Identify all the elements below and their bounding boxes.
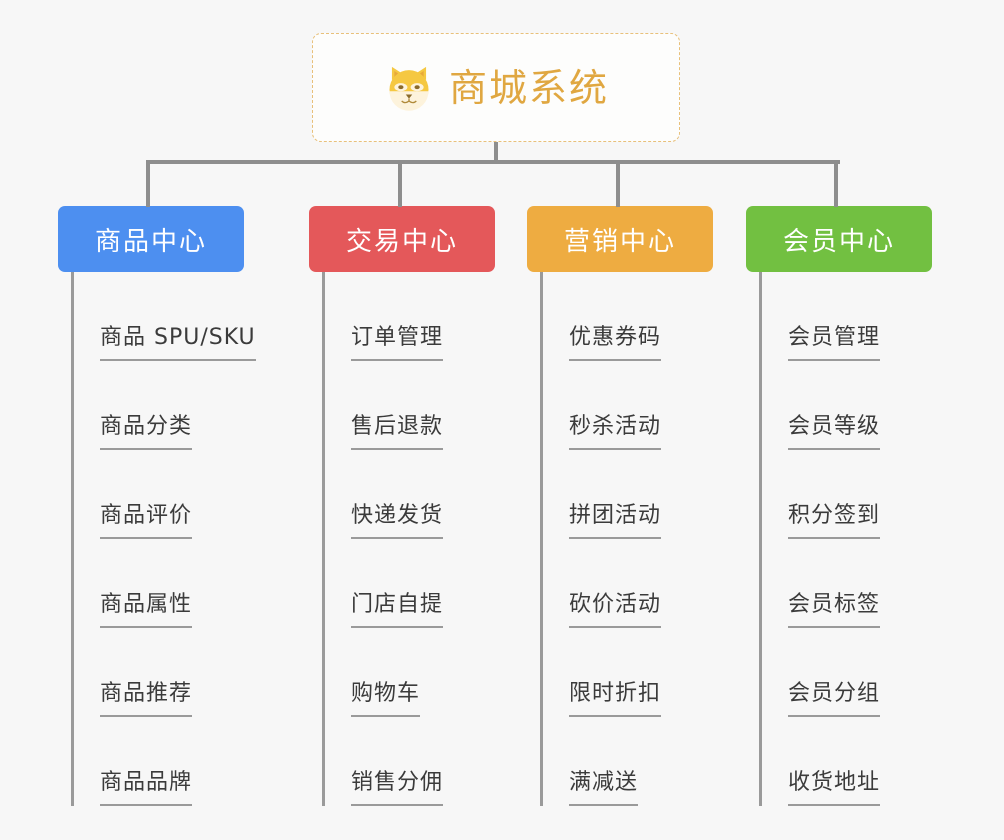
leaf-item[interactable]: 门店自提 [323, 539, 495, 628]
leaf-item-label: 商品品牌 [100, 772, 193, 806]
leaf-list-4: 会员管理会员等级积分签到会员标签会员分组收货地址 [746, 272, 932, 806]
branch-column-1: 商品中心商品 SPU/SKU 商品分类商品评价商品属性商品推荐商品品牌 [58, 206, 256, 806]
branch-drop-connector-2 [398, 160, 402, 207]
leaf-item[interactable]: 快递发货 [323, 450, 495, 539]
leaf-item-label: 销售分佣 [351, 772, 444, 806]
leaf-item-label: 会员分组 [788, 683, 881, 717]
leaf-item[interactable]: 会员分组 [760, 628, 932, 717]
leaf-item[interactable]: 积分签到 [760, 450, 932, 539]
leaf-item-label: 订单管理 [351, 327, 444, 361]
branch-column-2: 交易中心订单管理售后退款快递发货门店自提购物车销售分佣 [309, 206, 495, 806]
leaf-item[interactable]: 会员管理 [760, 272, 932, 361]
leaf-item-label: 会员管理 [788, 327, 881, 361]
leaf-item-label: 会员标签 [788, 594, 881, 628]
column-spine-4 [759, 272, 762, 806]
leaf-item[interactable]: 购物车 [323, 628, 495, 717]
column-spine-2 [322, 272, 325, 806]
root-title: 商城系统 [448, 65, 609, 110]
leaf-item-label: 收货地址 [788, 772, 881, 806]
leaf-item[interactable]: 售后退款 [323, 361, 495, 450]
shiba-dog-face-icon [383, 62, 435, 114]
leaf-item-label: 秒杀活动 [569, 416, 662, 450]
leaf-item-label: 满减送 [569, 772, 639, 806]
leaf-item-label: 会员等级 [788, 416, 881, 450]
leaf-item-label: 限时折扣 [569, 683, 662, 717]
leaf-item-label: 商品评价 [100, 505, 193, 539]
category-header-1[interactable]: 商品中心 [58, 206, 244, 272]
leaf-item[interactable]: 满减送 [541, 717, 713, 806]
leaf-item[interactable]: 拼团活动 [541, 450, 713, 539]
leaf-item-label: 商品分类 [100, 416, 193, 450]
leaf-item[interactable]: 限时折扣 [541, 628, 713, 717]
leaf-item[interactable]: 优惠券码 [541, 272, 713, 361]
leaf-item-label: 售后退款 [351, 416, 444, 450]
leaf-item[interactable]: 收货地址 [760, 717, 932, 806]
category-header-3[interactable]: 营销中心 [527, 206, 713, 272]
leaf-list-3: 优惠券码秒杀活动拼团活动砍价活动限时折扣满减送 [527, 272, 713, 806]
leaf-item-label: 优惠券码 [569, 327, 662, 361]
leaf-item-label: 快递发货 [351, 505, 444, 539]
leaf-item-label: 商品属性 [100, 594, 193, 628]
root-node[interactable]: 商城系统 [312, 33, 680, 142]
branch-drop-connector-4 [834, 160, 838, 207]
leaf-item-label: 拼团活动 [569, 505, 662, 539]
leaf-item-label: 商品 SPU/SKU [100, 327, 256, 361]
leaf-item[interactable]: 会员标签 [760, 539, 932, 628]
category-header-4[interactable]: 会员中心 [746, 206, 932, 272]
leaf-item[interactable]: 商品属性 [72, 539, 244, 628]
horizontal-bus-connector [148, 160, 840, 164]
leaf-list-1: 商品 SPU/SKU 商品分类商品评价商品属性商品推荐商品品牌 [58, 272, 256, 806]
branch-column-4: 会员中心会员管理会员等级积分签到会员标签会员分组收货地址 [746, 206, 932, 806]
leaf-item-label: 商品推荐 [100, 683, 193, 717]
leaf-list-2: 订单管理售后退款快递发货门店自提购物车销售分佣 [309, 272, 495, 806]
branch-column-3: 营销中心优惠券码秒杀活动拼团活动砍价活动限时折扣满减送 [527, 206, 713, 806]
branch-drop-connector-1 [146, 160, 150, 207]
leaf-item[interactable]: 销售分佣 [323, 717, 495, 806]
leaf-item[interactable]: 秒杀活动 [541, 361, 713, 450]
leaf-item-label: 砍价活动 [569, 594, 662, 628]
leaf-item[interactable]: 订单管理 [323, 272, 495, 361]
leaf-item[interactable]: 会员等级 [760, 361, 932, 450]
leaf-item[interactable]: 商品推荐 [72, 628, 244, 717]
leaf-item[interactable]: 商品品牌 [72, 717, 244, 806]
column-spine-3 [540, 272, 543, 806]
category-header-2[interactable]: 交易中心 [309, 206, 495, 272]
leaf-item[interactable]: 商品评价 [72, 450, 244, 539]
column-spine-1 [71, 272, 74, 806]
leaf-item-label: 积分签到 [788, 505, 881, 539]
root-trunk-connector [494, 142, 498, 163]
leaf-item-label: 购物车 [351, 683, 421, 717]
leaf-item[interactable]: 商品 SPU/SKU [72, 272, 256, 361]
leaf-item[interactable]: 商品分类 [72, 361, 244, 450]
branch-drop-connector-3 [616, 160, 620, 207]
leaf-item-label: 门店自提 [351, 594, 444, 628]
leaf-item[interactable]: 砍价活动 [541, 539, 713, 628]
